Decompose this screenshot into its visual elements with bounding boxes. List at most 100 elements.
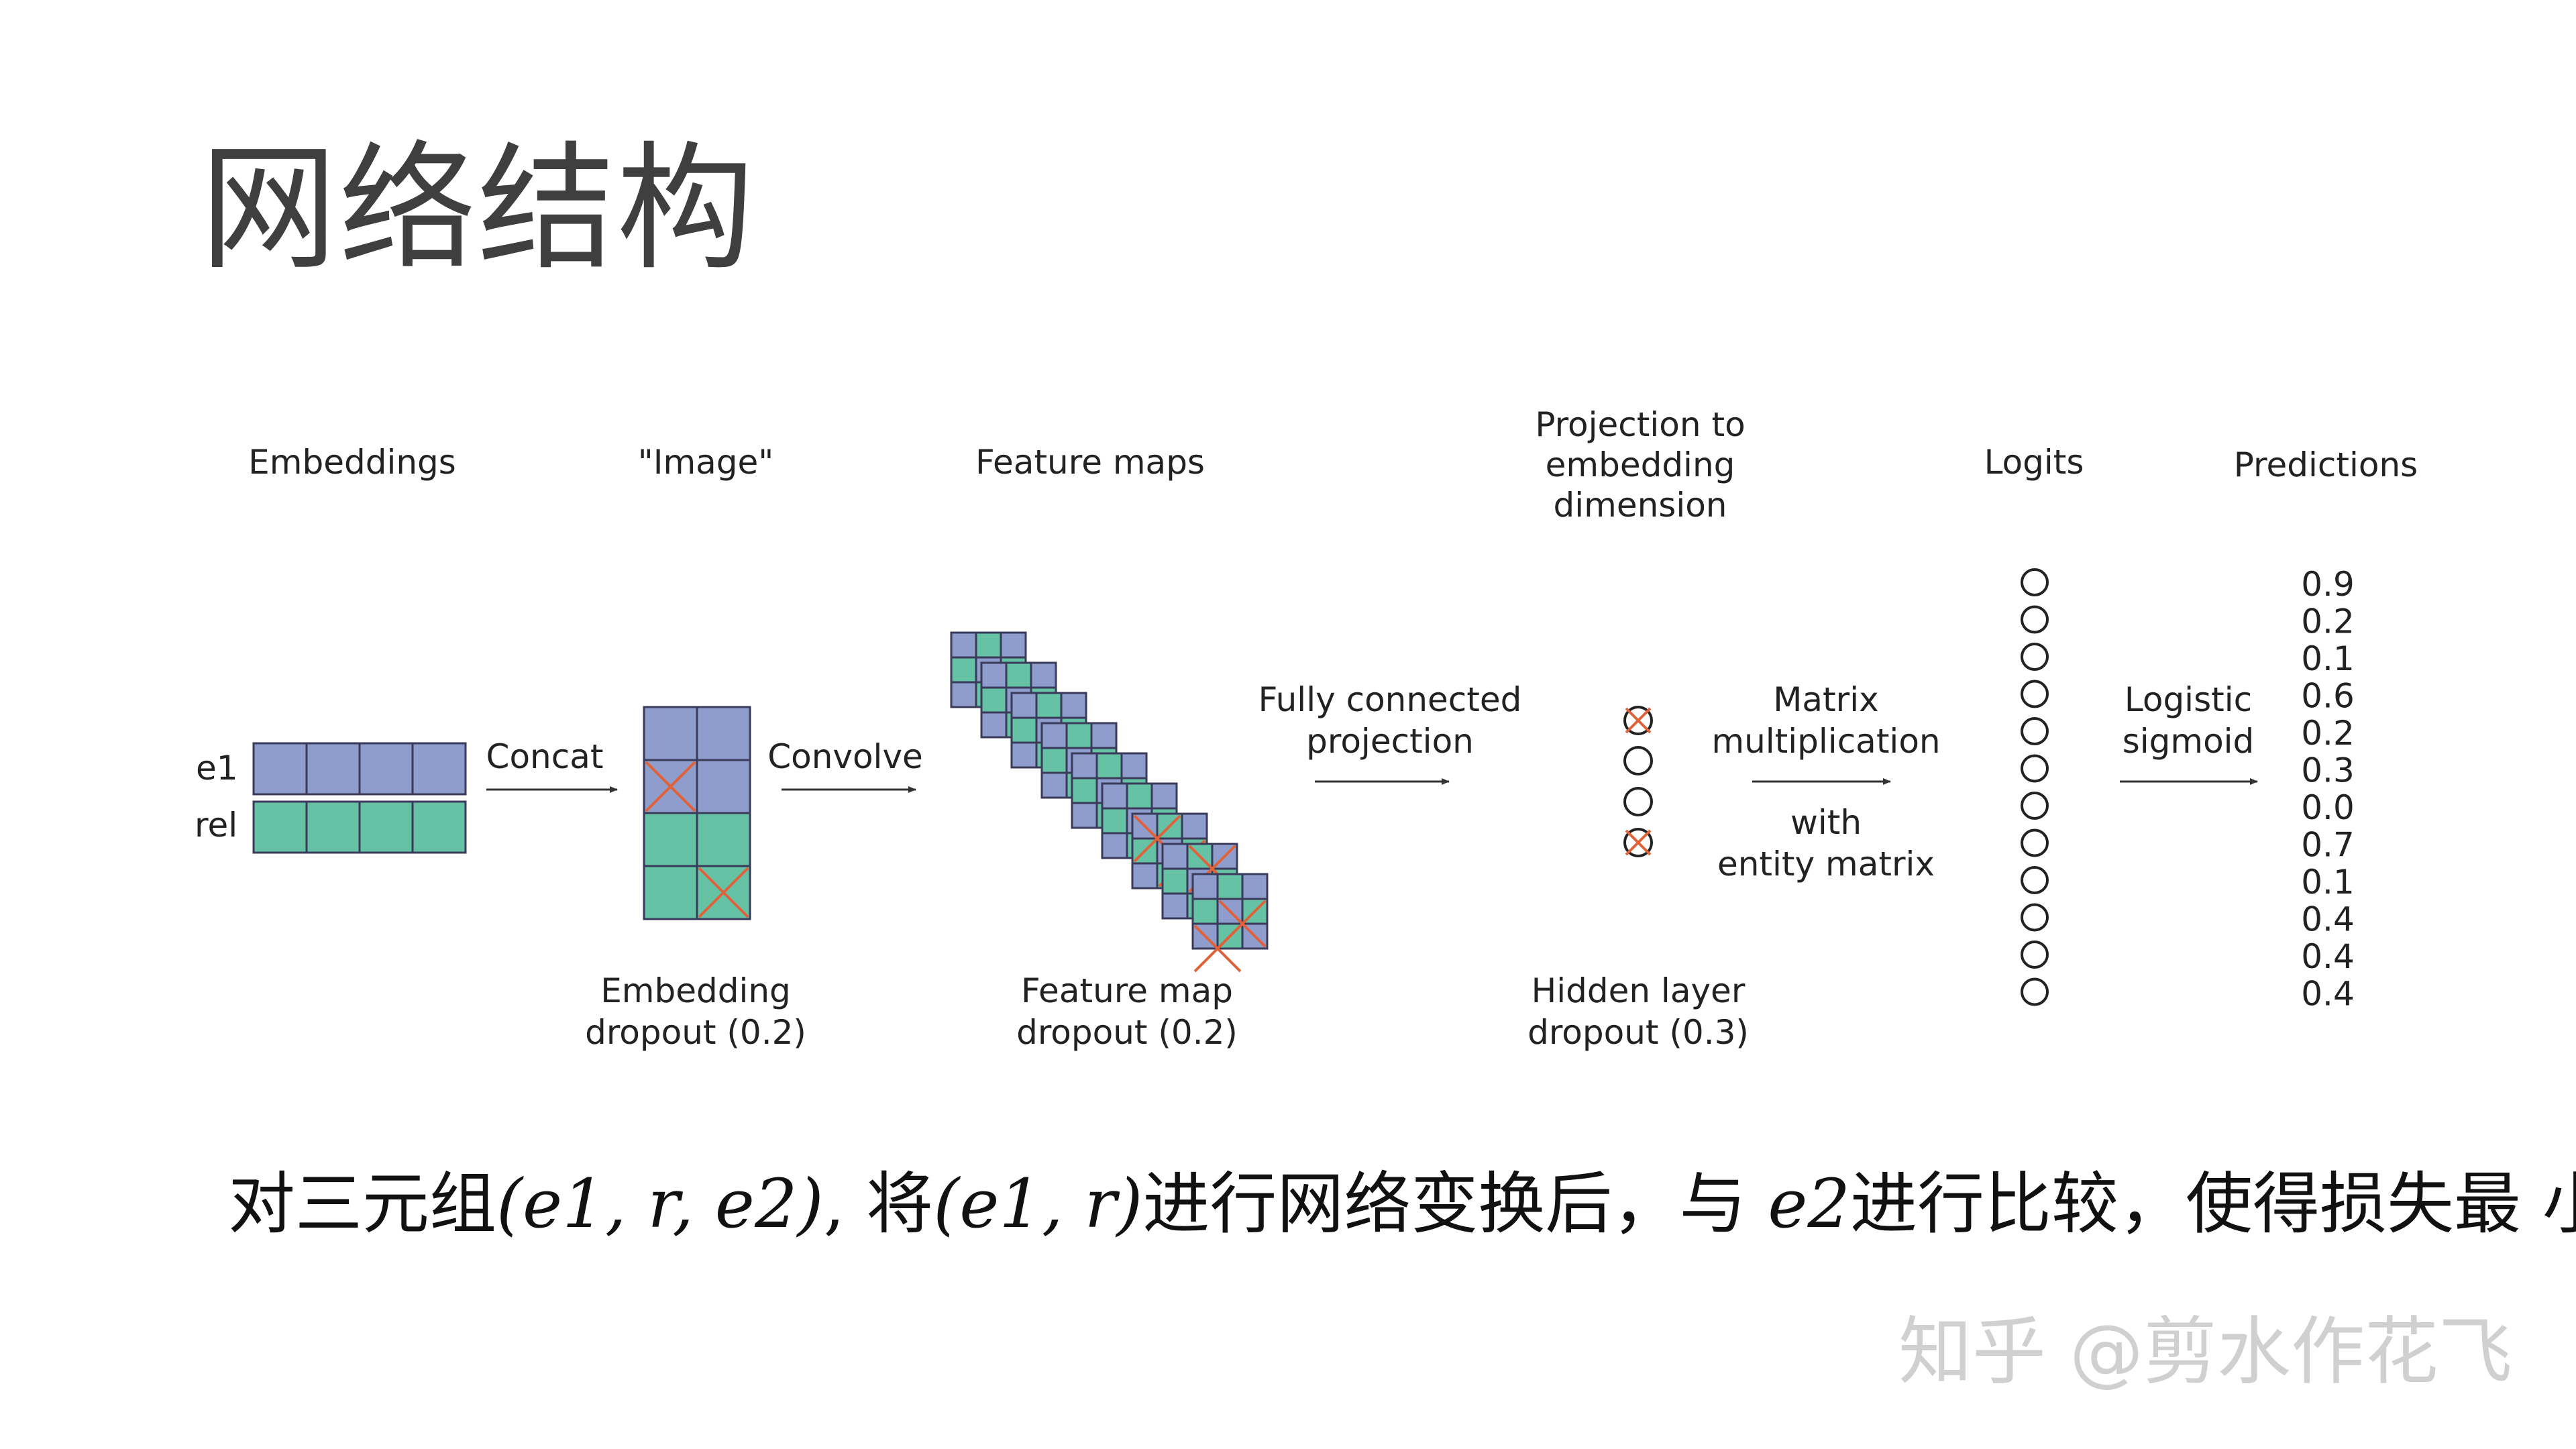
feature-map-cell [1065,722,1093,749]
prediction-value: 0.1 [2301,863,2355,902]
page-title: 网络结构 [200,129,755,289]
concat-label: Concat [486,737,604,776]
hidden-layer-nodes [1623,706,1653,857]
hidden-node [1623,706,1653,735]
logit-node [2021,680,2049,708]
embedding-dropout-line2: dropout (0.2) [585,1013,806,1052]
feature-map-cell [1030,661,1057,689]
prediction-value: 0.0 [2301,788,2355,827]
prediction-value: 0.3 [2301,751,2355,790]
logit-node [2021,866,2049,894]
feature-maps-header: Feature maps [975,443,1205,482]
fully-connected-line2: projection [1306,722,1474,761]
dropout-cross-icon [645,761,696,812]
prediction-value: 0.1 [2301,639,2355,678]
prediction-value: 0.2 [2301,714,2355,753]
hidden-dropout-line1: Hidden layer [1532,971,1746,1010]
feature-map-cell [1005,661,1032,689]
feature-map-cell [1131,862,1159,890]
feature-map-cell [1101,832,1128,859]
feature-map-cell [1095,752,1123,780]
prediction-value: 0.4 [2301,900,2355,939]
image-grid [643,706,751,920]
feature-map-cell [975,631,1002,659]
feature-map-cell [1216,873,1244,900]
feature-map-cell [950,631,977,659]
feature-map-cell [1181,812,1208,840]
feature-map-cell [1071,777,1098,804]
with-entity-line2: entity matrix [1717,845,1935,883]
feature-map-cell [1161,892,1189,920]
feature-map-cell [1150,782,1178,810]
e1-label: e1 [196,749,238,788]
logit-node [2021,568,2049,596]
feature-map-cell [950,681,977,708]
hidden-node [1623,746,1653,775]
hidden-node [1623,787,1653,816]
projection-header-line2: embedding [1546,445,1735,484]
dropout-cross-icon [1625,707,1652,734]
caption-pair: (e1, r) [933,1165,1143,1243]
logit-node [2021,605,2049,634]
caption-text: 进行网络变换后，与 [1142,1165,1768,1243]
feature-map-cell [980,686,1008,714]
feature-map-cell [1120,752,1148,780]
matrix-mult-line2: multiplication [1711,722,1940,761]
feature-map-cell [1126,782,1153,810]
prediction-value: 0.4 [2301,937,2355,976]
feature-map-cell [1161,867,1189,895]
logit-node [2021,717,2049,745]
prediction-value: 0.9 [2301,565,2355,604]
caption: 对三元组(e1, r, e2), 将(e1, r)进行网络变换后，与 e2进行比… [228,1171,2576,1238]
logistic-line1: Logistic [2125,680,2252,719]
predictions-header: Predictions [2234,445,2418,484]
caption-text: , 将 [823,1165,934,1243]
feature-map [1191,873,1269,973]
feature-map-cell [1191,873,1219,900]
embedding-dropout-line1: Embedding [600,971,791,1010]
feature-map-cell [1010,741,1038,769]
rel-embedding-row [252,800,467,854]
logit-node [2021,828,2049,857]
feature-map-dropout-line2: dropout (0.2) [1016,1013,1238,1052]
logit-node [2021,754,2049,783]
watermark: 知乎 @剪水作花飞 [1898,1309,2512,1395]
dropout-cross-icon [1625,829,1652,856]
convolve-label: Convolve [767,737,923,776]
feature-map-dropout-line1: Feature map [1021,971,1233,1010]
image-header: "Image" [638,443,774,482]
feature-map-cell [980,711,1008,739]
logit-node [2021,941,2049,969]
feature-map-cell [1071,752,1098,780]
prediction-value: 0.6 [2301,677,2355,716]
feature-map-cell [1040,747,1068,774]
feature-map-cell [1035,692,1063,719]
prediction-value: 0.7 [2301,826,2355,865]
hidden-node [1623,828,1653,857]
rel-label: rel [195,806,237,845]
embeddings-header: Embeddings [248,443,456,482]
feature-map-cell [1040,722,1068,749]
projection-header-line1: Projection to [1535,405,1745,444]
logit-node [2021,903,2049,932]
feature-map-cell [1060,692,1087,719]
feature-map-cell [1000,631,1027,659]
projection-header-line3: dimension [1553,486,1727,525]
feature-map-cell [1010,692,1038,719]
matrix-mult-line1: Matrix [1773,680,1878,719]
prediction-values: 0.90.20.10.60.20.30.00.70.10.40.40.4 [2301,565,2355,1014]
with-entity-line1: with [1790,803,1862,842]
hidden-dropout-line2: dropout (0.3) [1527,1013,1749,1052]
feature-map-cell [950,656,977,684]
logits-header: Logits [1984,443,2084,482]
caption-text: 进行比较，使得损失最 小化 [1850,1165,2576,1243]
feature-map-cell [1161,843,1189,870]
feature-map-cell [1241,873,1269,900]
feature-map-cell [1101,807,1128,835]
caption-text: 对三元组 [228,1165,496,1243]
logit-node [2021,792,2049,820]
prediction-value: 0.2 [2301,602,2355,641]
feature-map-cell [1191,898,1219,925]
feature-map-cell [1090,722,1118,749]
